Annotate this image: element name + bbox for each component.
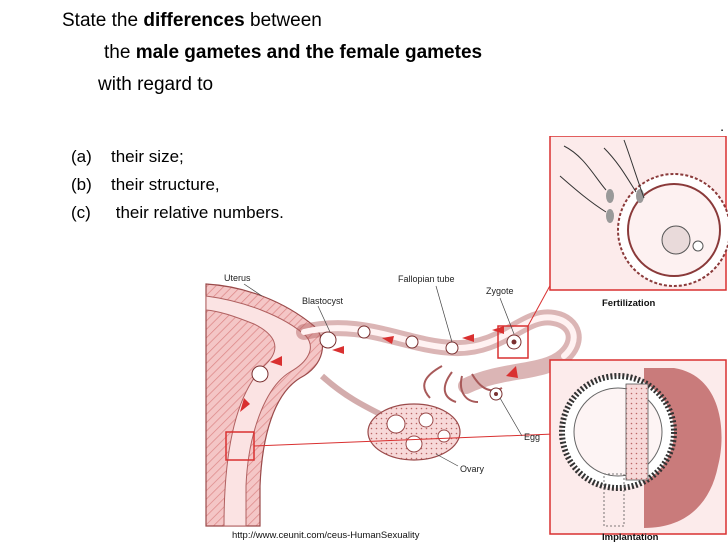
question-line-2: the male gametes and the female gametes (104, 42, 482, 64)
fertilization-inset (549, 136, 728, 291)
question-text: State the (62, 10, 144, 31)
list-item: (c) their relative numbers. (71, 199, 284, 227)
list-item-text: their structure, (111, 175, 220, 194)
list-item-label: (c) (71, 203, 91, 222)
label-implantation: Implantation (602, 532, 659, 542)
question-text: with regard to (98, 74, 214, 95)
question-text: between (244, 10, 322, 31)
label-egg: Egg (524, 432, 540, 442)
zygote-highlight (497, 325, 529, 359)
source-credit: http://www.ceunit.com/ceus-HumanSexualit… (232, 530, 420, 541)
blastocyst (319, 331, 337, 349)
ovarian-ligament (319, 373, 386, 419)
label-ovary: Ovary (460, 464, 485, 474)
implantation-inset (549, 359, 727, 535)
fallopian-tube-lumen (301, 314, 577, 359)
question-emphasis: male gametes and the female gametes (135, 42, 483, 63)
list-item: (b) their structure, (71, 171, 284, 199)
reproduction-diagram: Uterus Fallopian tube Blastocyst Zygote … (205, 136, 728, 542)
question-text: the (104, 42, 136, 63)
fimbriae (423, 365, 503, 403)
label-fertilization: Fertilization (602, 298, 656, 309)
label-zygote: Zygote (486, 286, 514, 296)
stray-mark: . (720, 118, 724, 134)
label-fallopian-tube: Fallopian tube (398, 274, 455, 284)
list-item-label: (a) (71, 147, 92, 166)
question-emphasis: differences (143, 10, 245, 31)
list-item-text: their relative numbers. (111, 203, 284, 222)
uterus-cavity (205, 295, 311, 527)
criteria-list: (a) their size; (b) their structure, (c)… (71, 143, 284, 227)
list-item: (a) their size; (71, 143, 284, 171)
question-line-3: with regard to (98, 74, 213, 96)
label-uterus: Uterus (224, 273, 251, 283)
list-item-text: their size; (111, 147, 184, 166)
question-line-1: State the differences between (62, 10, 322, 32)
list-item-label: (b) (71, 175, 92, 194)
label-blastocyst: Blastocyst (302, 296, 344, 306)
